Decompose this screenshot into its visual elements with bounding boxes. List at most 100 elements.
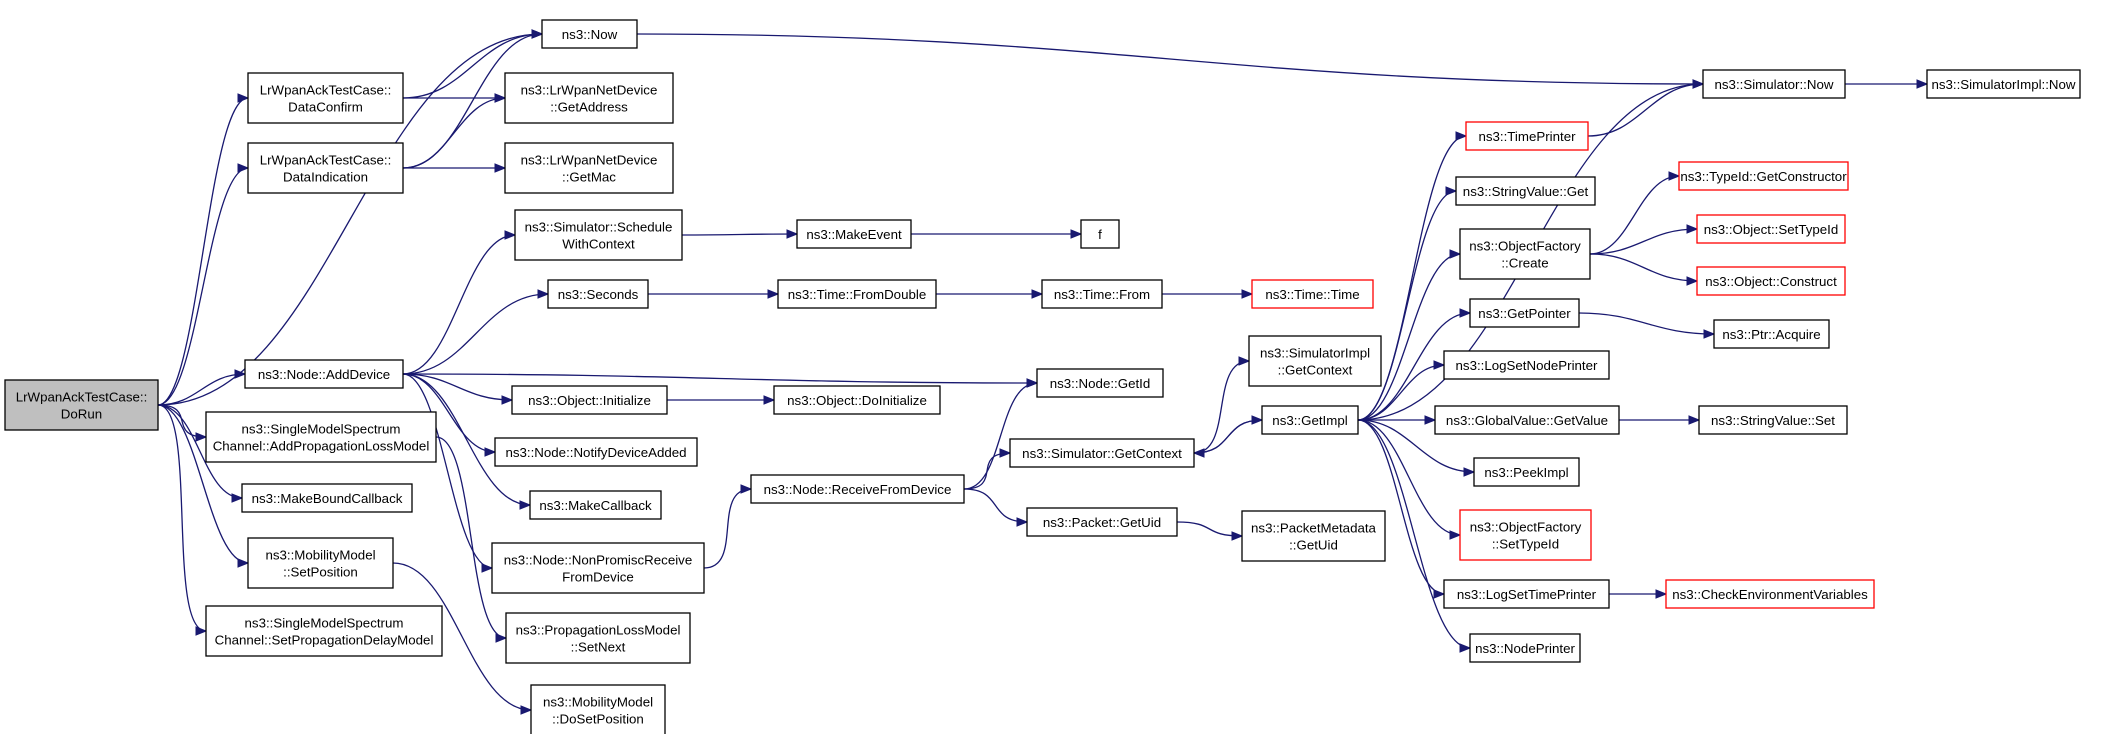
node-setposition[interactable]: ns3::MobilityModel::SetPosition: [247, 537, 394, 589]
node-box[interactable]: [504, 72, 674, 124]
node-box[interactable]: [205, 411, 437, 463]
truncated-node-box[interactable]: [1696, 214, 1846, 244]
node-box[interactable]: [241, 483, 413, 513]
node-box[interactable]: [244, 359, 404, 389]
node-box[interactable]: [514, 209, 683, 261]
node-strvalget[interactable]: ns3::StringValue::Get: [1455, 176, 1596, 206]
node-seconds[interactable]: ns3::Seconds: [547, 279, 649, 309]
node-doinit[interactable]: ns3::Object::DoInitialize: [773, 385, 941, 415]
node-ofsettid[interactable]: ns3::ObjectFactory::SetTypeId: [1459, 509, 1592, 561]
node-box[interactable]: [777, 279, 937, 309]
truncated-node-box[interactable]: [1465, 121, 1589, 151]
node-box[interactable]: [511, 385, 668, 415]
node-box[interactable]: [1080, 219, 1120, 249]
node-box[interactable]: [1473, 457, 1580, 487]
node-root[interactable]: LrWpanAckTestCase::DoRun: [4, 379, 159, 431]
node-fromdouble[interactable]: ns3::Time::FromDouble: [777, 279, 937, 309]
node-box[interactable]: [1443, 579, 1610, 609]
node-getaddress[interactable]: ns3::LrWpanNetDevice::GetAddress: [504, 72, 674, 124]
node-timetime[interactable]: ns3::Time::Time: [1251, 279, 1374, 309]
node-box[interactable]: [205, 605, 443, 657]
node-box[interactable]: [1036, 368, 1164, 398]
node-box[interactable]: [1469, 298, 1580, 328]
node-box[interactable]: [529, 490, 662, 520]
node-box[interactable]: [1455, 176, 1596, 206]
node-box[interactable]: [547, 279, 649, 309]
node-box[interactable]: [491, 542, 705, 594]
node-box[interactable]: [247, 142, 404, 194]
node-objconstruct[interactable]: ns3::Object::Construct: [1696, 266, 1846, 296]
node-dosetpos[interactable]: ns3::MobilityModel::DoSetPosition: [530, 684, 666, 734]
node-typeidgc[interactable]: ns3::TypeId::GetConstructor: [1678, 161, 1849, 191]
node-dataconfirm[interactable]: LrWpanAckTestCase::DataConfirm: [247, 72, 404, 124]
node-pmuid[interactable]: ns3::PacketMetadata::GetUid: [1241, 510, 1386, 562]
node-addprop[interactable]: ns3::SingleModelSpectrumChannel::AddProp…: [205, 411, 437, 463]
node-timefrom[interactable]: ns3::Time::From: [1041, 279, 1163, 309]
node-box[interactable]: [494, 437, 698, 467]
node-getid[interactable]: ns3::Node::GetId: [1036, 368, 1164, 398]
node-box[interactable]: [1248, 335, 1382, 387]
node-getpointer[interactable]: ns3::GetPointer: [1469, 298, 1580, 328]
node-box[interactable]: [750, 474, 965, 504]
node-box[interactable]: [1926, 69, 2081, 99]
node-logsettime[interactable]: ns3::LogSetTimePrinter: [1443, 579, 1610, 609]
node-notifyadded[interactable]: ns3::Node::NotifyDeviceAdded: [494, 437, 698, 467]
node-box[interactable]: [541, 19, 638, 49]
node-box[interactable]: [1469, 633, 1581, 663]
node-dataind[interactable]: LrWpanAckTestCase::DataIndication: [247, 142, 404, 194]
node-simimplnow[interactable]: ns3::SimulatorImpl::Now: [1926, 69, 2081, 99]
node-box[interactable]: [247, 72, 404, 124]
node-box[interactable]: [1026, 507, 1178, 537]
node-box[interactable]: [504, 142, 674, 194]
node-ofcreate[interactable]: ns3::ObjectFactory::Create: [1459, 228, 1591, 280]
node-now[interactable]: ns3::Now: [541, 19, 638, 49]
node-objsettid[interactable]: ns3::Object::SetTypeId: [1696, 214, 1846, 244]
node-receivefrom[interactable]: ns3::Node::ReceiveFromDevice: [750, 474, 965, 504]
node-setnext[interactable]: ns3::PropagationLossModel::SetNext: [505, 612, 691, 664]
node-box[interactable]: [530, 684, 666, 734]
truncated-node-box[interactable]: [1665, 579, 1875, 609]
node-adddevice[interactable]: ns3::Node::AddDevice: [244, 359, 404, 389]
root-node-box[interactable]: [4, 379, 159, 431]
node-gvgetvalue[interactable]: ns3::GlobalValue::GetValue: [1434, 405, 1620, 435]
node-box[interactable]: [247, 537, 394, 589]
node-box[interactable]: [1698, 405, 1848, 435]
node-ptracquire[interactable]: ns3::Ptr::Acquire: [1713, 319, 1830, 349]
node-makebound[interactable]: ns3::MakeBoundCallback: [241, 483, 413, 513]
node-box[interactable]: [1443, 350, 1610, 380]
node-box[interactable]: [1434, 405, 1620, 435]
node-logsetnode[interactable]: ns3::LogSetNodePrinter: [1443, 350, 1610, 380]
truncated-node-box[interactable]: [1678, 161, 1849, 191]
node-simnow[interactable]: ns3::Simulator::Now: [1702, 69, 1846, 99]
node-box[interactable]: [1261, 405, 1359, 435]
node-checkenv[interactable]: ns3::CheckEnvironmentVariables: [1665, 579, 1875, 609]
node-box[interactable]: [1041, 279, 1163, 309]
node-makeevent[interactable]: ns3::MakeEvent: [796, 219, 912, 249]
node-pktuid[interactable]: ns3::Packet::GetUid: [1026, 507, 1178, 537]
node-getimpl[interactable]: ns3::GetImpl: [1261, 405, 1359, 435]
node-box[interactable]: [1713, 319, 1830, 349]
node-box[interactable]: [1702, 69, 1846, 99]
node-makecallback[interactable]: ns3::MakeCallback: [529, 490, 662, 520]
truncated-node-box[interactable]: [1696, 266, 1846, 296]
node-f[interactable]: f: [1080, 219, 1120, 249]
node-box[interactable]: [505, 612, 691, 664]
node-simgetctx[interactable]: ns3::Simulator::GetContext: [1009, 438, 1195, 468]
node-box[interactable]: [1241, 510, 1386, 562]
node-getmac[interactable]: ns3::LrWpanNetDevice::GetMac: [504, 142, 674, 194]
node-peekimpl[interactable]: ns3::PeekImpl: [1473, 457, 1580, 487]
node-box[interactable]: [796, 219, 912, 249]
node-nodeprinter[interactable]: ns3::NodePrinter: [1469, 633, 1581, 663]
truncated-node-box[interactable]: [1251, 279, 1374, 309]
node-objinit[interactable]: ns3::Object::Initialize: [511, 385, 668, 415]
truncated-node-box[interactable]: [1459, 509, 1592, 561]
node-strvalset[interactable]: ns3::StringValue::Set: [1698, 405, 1848, 435]
node-setpropdelay[interactable]: ns3::SingleModelSpectrumChannel::SetProp…: [205, 605, 443, 657]
node-timeprinter[interactable]: ns3::TimePrinter: [1465, 121, 1589, 151]
node-box[interactable]: [773, 385, 941, 415]
node-simimplctx[interactable]: ns3::SimulatorImpl::GetContext: [1248, 335, 1382, 387]
node-box[interactable]: [1009, 438, 1195, 468]
node-box[interactable]: [1459, 228, 1591, 280]
